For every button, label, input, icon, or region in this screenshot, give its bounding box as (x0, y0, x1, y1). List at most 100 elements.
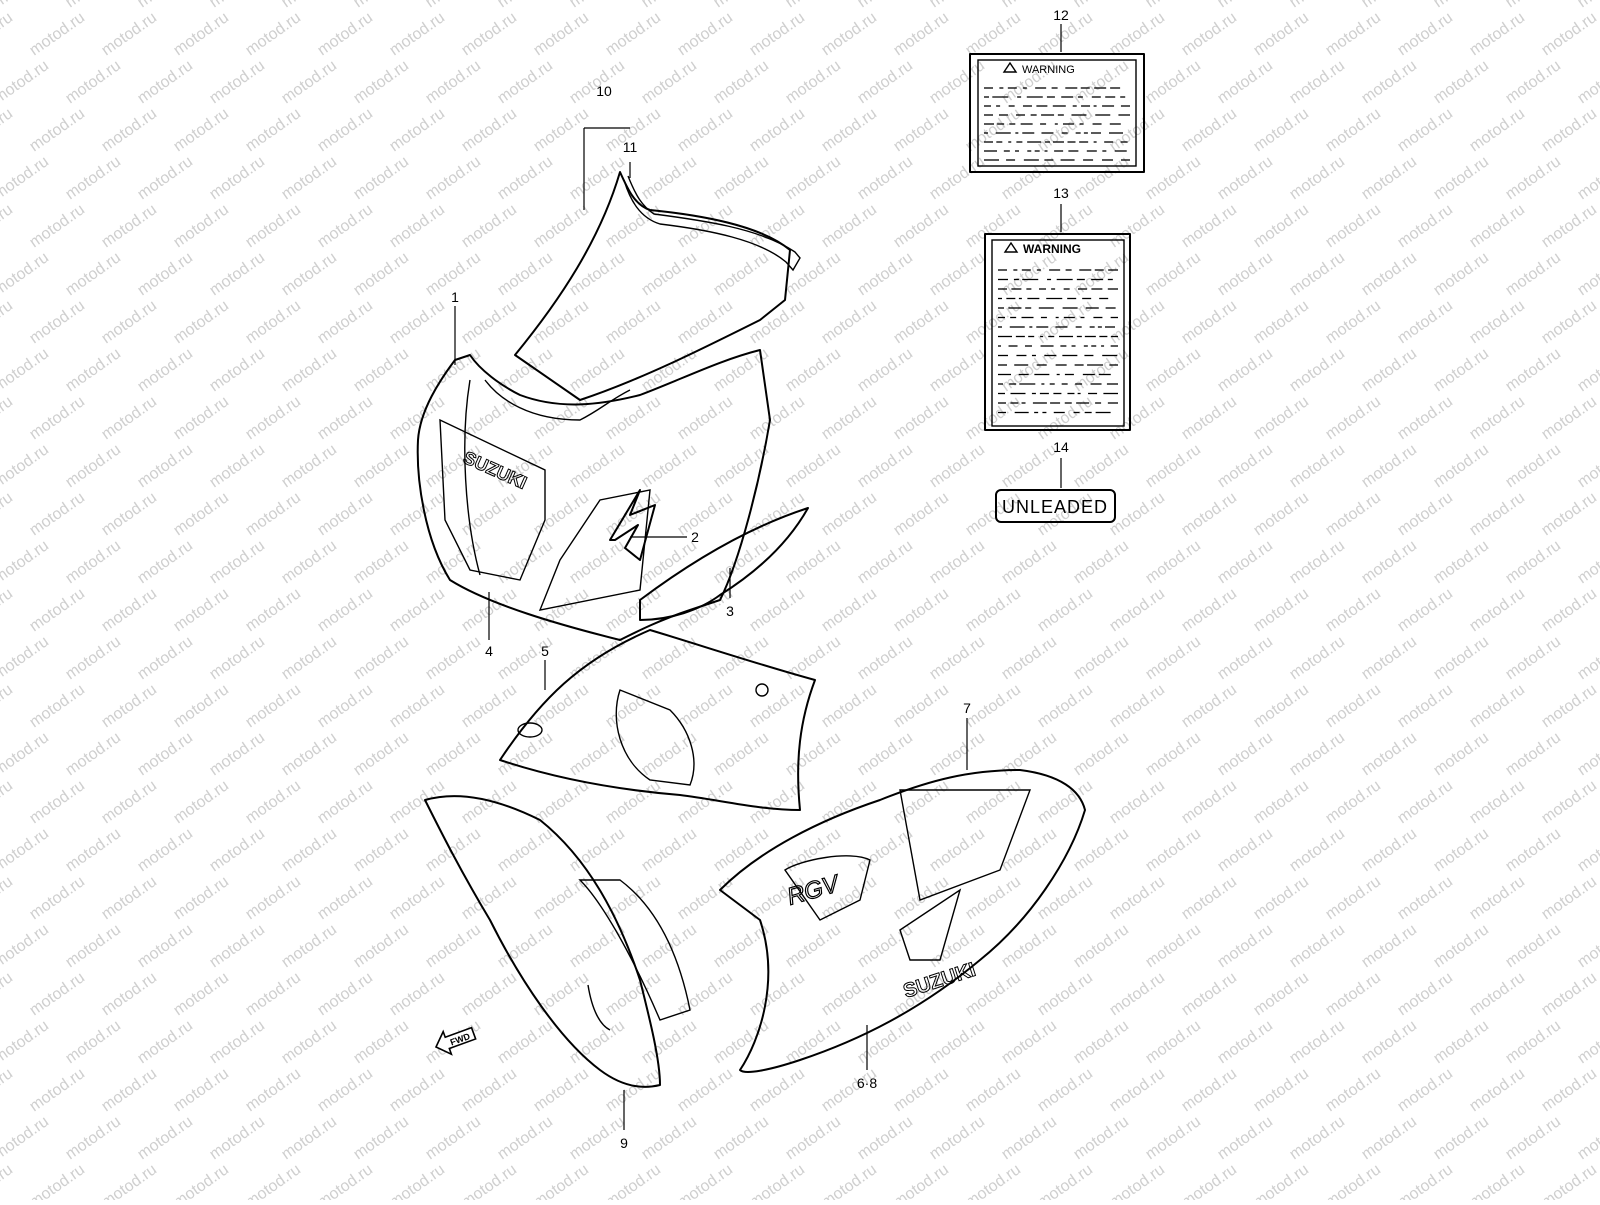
watermark-text: motod.ru (171, 873, 232, 923)
watermark-text: motod.ru (63, 57, 124, 107)
watermark-text: motod.ru (1215, 537, 1276, 587)
watermark-text: motod.ru (27, 681, 88, 731)
watermark-text: motod.ru (243, 489, 304, 539)
watermark-text: motod.ru (1071, 249, 1132, 299)
watermark-text: motod.ru (1323, 489, 1384, 539)
watermark-text: motod.ru (1323, 1161, 1384, 1200)
warning-label-12[interactable]: WARNING (969, 53, 1145, 173)
watermark-text: motod.ru (315, 201, 376, 251)
watermark-text: motod.ru (1215, 921, 1276, 971)
inner-panel[interactable] (499, 629, 816, 811)
lower-side-strip[interactable] (639, 507, 809, 621)
watermark-text: motod.ru (1467, 9, 1528, 59)
watermark-text: motod.ru (567, 1113, 628, 1163)
watermark-text: motod.ru (243, 201, 304, 251)
watermark-text: motod.ru (171, 489, 232, 539)
watermark-text: motod.ru (1251, 969, 1312, 1019)
watermark-text: motod.ru (1503, 1017, 1564, 1067)
watermark-text: motod.ru (1071, 1113, 1132, 1163)
watermark-text: motod.ru (495, 249, 556, 299)
watermark-text: motod.ru (0, 585, 16, 635)
watermark-text: motod.ru (387, 489, 448, 539)
watermark-text: motod.ru (999, 1017, 1060, 1067)
watermark-text: motod.ru (0, 1017, 52, 1067)
watermark-text: motod.ru (243, 969, 304, 1019)
watermark-text: motod.ru (315, 585, 376, 635)
watermark-text: motod.ru (351, 57, 412, 107)
watermark-text: motod.ru (639, 1017, 700, 1067)
watermark-text: motod.ru (747, 969, 808, 1019)
watermark-text: motod.ru (1143, 1017, 1204, 1067)
watermark-text: motod.ru (999, 249, 1060, 299)
watermark-text: motod.ru (243, 297, 304, 347)
watermark-text: motod.ru (459, 777, 520, 827)
watermark-text: motod.ru (963, 1065, 1024, 1115)
watermark-text: motod.ru (351, 825, 412, 875)
watermark-text: motod.ru (63, 345, 124, 395)
watermark-text: motod.ru (1539, 105, 1600, 155)
warning-label-12-text-lines (984, 87, 1130, 161)
watermark-text: motod.ru (1071, 633, 1132, 683)
watermark-text: motod.ru (423, 345, 484, 395)
watermark-text: motod.ru (711, 0, 772, 11)
watermark-text: motod.ru (675, 393, 736, 443)
watermark-text: motod.ru (99, 489, 160, 539)
watermark-text: motod.ru (1539, 681, 1600, 731)
watermark-text: motod.ru (855, 153, 916, 203)
upper-side-decal[interactable] (609, 489, 656, 561)
warning-label-13[interactable]: WARNING (984, 233, 1131, 431)
brand-logo-upper: SUZUKI (460, 447, 529, 493)
watermark-text: motod.ru (135, 1017, 196, 1067)
watermark-text: motod.ru (747, 393, 808, 443)
watermark-text: motod.ru (747, 1065, 808, 1115)
watermark-text: motod.ru (927, 537, 988, 587)
watermark-text: motod.ru (459, 489, 520, 539)
watermark-text: motod.ru (1359, 729, 1420, 779)
windscreen[interactable] (514, 171, 801, 401)
watermark-text: motod.ru (243, 9, 304, 59)
watermark-text: motod.ru (63, 537, 124, 587)
watermark-text: motod.ru (0, 777, 16, 827)
side-cowling-left[interactable] (424, 795, 691, 1088)
watermark-text: motod.ru (1143, 825, 1204, 875)
watermark-text: motod.ru (495, 345, 556, 395)
watermark-text: motod.ru (783, 57, 844, 107)
unleaded-label[interactable]: UNLEADED (995, 489, 1116, 523)
watermark-text: motod.ru (207, 249, 268, 299)
watermark-text: motod.ru (1539, 969, 1600, 1019)
watermark-text: motod.ru (1107, 9, 1168, 59)
watermark-text: motod.ru (1503, 153, 1564, 203)
watermark-text: motod.ru (423, 153, 484, 203)
watermark-text: motod.ru (1431, 633, 1492, 683)
watermark-text: motod.ru (135, 441, 196, 491)
watermark-text: motod.ru (1539, 393, 1600, 443)
watermark-text: motod.ru (783, 633, 844, 683)
watermark-text: motod.ru (711, 249, 772, 299)
callout-14: 14 (1053, 439, 1069, 455)
watermark-text: motod.ru (279, 57, 340, 107)
watermark-text: motod.ru (567, 441, 628, 491)
watermark-text: motod.ru (927, 0, 988, 11)
watermark-text: motod.ru (891, 585, 952, 635)
watermark-text: motod.ru (1503, 729, 1564, 779)
watermark-text: motod.ru (567, 825, 628, 875)
warning-label-12-title: WARNING (1022, 64, 1075, 76)
watermark-text: motod.ru (423, 1113, 484, 1163)
watermark-text: motod.ru (1287, 153, 1348, 203)
unleaded-label-text: UNLEADED (1002, 497, 1108, 517)
watermark-text: motod.ru (207, 1113, 268, 1163)
watermark-text: motod.ru (1539, 873, 1600, 923)
callout-5: 5 (541, 643, 549, 659)
watermark-text: motod.ru (1539, 489, 1600, 539)
watermark-text: motod.ru (63, 921, 124, 971)
watermark-text: motod.ru (927, 441, 988, 491)
watermark-text: motod.ru (27, 105, 88, 155)
watermark-text: motod.ru (1251, 297, 1312, 347)
watermark-text: motod.ru (1179, 201, 1240, 251)
watermark-text: motod.ru (0, 969, 16, 1019)
watermark-text: motod.ru (603, 585, 664, 635)
watermark-text: motod.ru (135, 729, 196, 779)
side-cowling-right[interactable] (719, 769, 1086, 1073)
watermark-text: motod.ru (567, 537, 628, 587)
